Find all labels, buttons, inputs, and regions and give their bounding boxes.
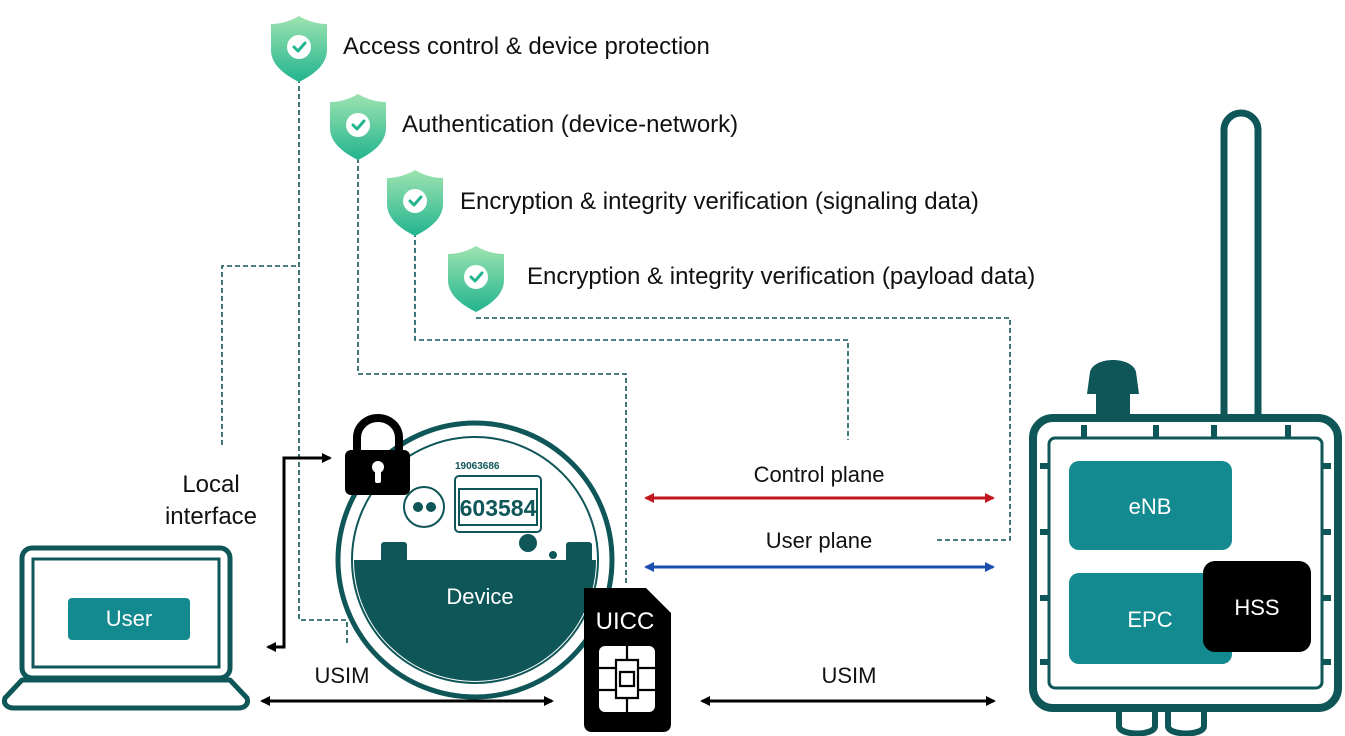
security-layer-1: Access control & device protection xyxy=(269,14,710,84)
sim-card-icon: UICC xyxy=(584,588,671,732)
local-interface-arrow xyxy=(266,453,332,652)
connector-authentication xyxy=(357,158,627,585)
security-layer-2: Authentication (device-network) xyxy=(328,92,738,162)
device-label: Device xyxy=(446,584,513,609)
hss-label: HSS xyxy=(1234,595,1279,620)
dashed-connectors xyxy=(221,78,1011,645)
shield-check-icon xyxy=(269,14,329,84)
security-layer-4: Encryption & integrity verification (pay… xyxy=(446,244,1035,314)
local-interface-label-line1: Local xyxy=(182,471,239,498)
padlock-icon xyxy=(345,413,410,495)
epc-label: EPC xyxy=(1127,607,1172,632)
user-plane: User plane xyxy=(644,528,995,572)
hss-box: HSS xyxy=(1203,561,1311,652)
connector-access-control xyxy=(298,78,348,645)
control-plane: Control plane xyxy=(644,462,995,503)
meter-reading: 603584 xyxy=(460,495,537,521)
user-box: User xyxy=(68,598,190,640)
shield-check-icon xyxy=(328,92,388,162)
enb-box: eNB xyxy=(1069,461,1232,550)
uicc-label: UICC xyxy=(596,608,655,635)
security-layer-label: Encryption & integrity verification (pay… xyxy=(527,263,1035,290)
user-plane-label: User plane xyxy=(766,528,872,553)
usim-link-left: USIM xyxy=(260,663,554,706)
usim-link-right: USIM xyxy=(700,663,996,706)
control-plane-label: Control plane xyxy=(754,462,885,487)
laptop-icon: User xyxy=(2,545,250,711)
connector-payload xyxy=(476,317,1011,541)
meter-serial: 19063686 xyxy=(455,461,500,472)
usim-right-label: USIM xyxy=(822,663,877,688)
security-layer-label: Encryption & integrity verification (sig… xyxy=(460,188,979,215)
user-label: User xyxy=(106,606,152,631)
connector-signaling xyxy=(414,232,849,440)
usim-left-label: USIM xyxy=(315,663,370,688)
security-layer-label: Authentication (device-network) xyxy=(402,111,738,138)
security-layer-label: Access control & device protection xyxy=(343,33,710,60)
shield-check-icon xyxy=(446,244,506,314)
connector-local-interface xyxy=(221,265,299,445)
local-interface-label-line2: interface xyxy=(165,503,257,530)
base-station-icon: eNB EPC HSS xyxy=(1029,109,1342,736)
epc-box: EPC xyxy=(1069,573,1232,664)
security-layer-3: Encryption & integrity verification (sig… xyxy=(385,168,979,238)
shield-check-icon xyxy=(385,168,445,238)
enb-label: eNB xyxy=(1129,494,1172,519)
